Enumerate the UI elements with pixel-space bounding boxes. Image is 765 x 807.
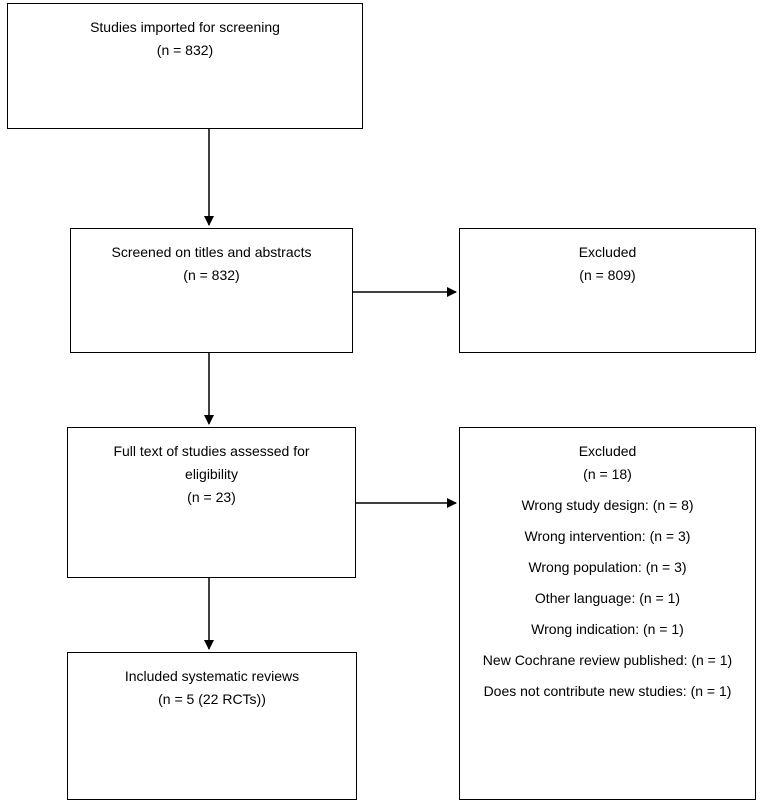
exclusion-reason: Wrong intervention: (n = 3) (524, 528, 691, 544)
exclusion-reason: Wrong population: (n = 3) (528, 559, 687, 575)
imported-box: Studies imported for screening (n = 832) (7, 3, 363, 129)
excluded-2-title: Excluded (578, 443, 637, 459)
fulltext-title-line1: Full text of studies assessed for (113, 443, 310, 459)
excluded-box-2: Excluded (n = 18) Wrong study design: (n… (459, 427, 756, 800)
excluded-box-1: Excluded (n = 809) (459, 228, 756, 353)
exclusion-reason: Other language: (n = 1) (534, 590, 681, 606)
exclusion-reason: Wrong indication: (n = 1) (531, 621, 684, 637)
fulltext-title-line2: eligibility (185, 466, 238, 482)
included-box: Included systematic reviews (n = 5 (22 R… (67, 652, 357, 800)
included-title: Included systematic reviews (124, 668, 300, 684)
imported-title: Studies imported for screening (90, 19, 280, 35)
fulltext-count: (n = 23) (187, 489, 236, 505)
exclusion-reason: Does not contribute new studies: (n = 1) (483, 683, 732, 699)
included-count: (n = 5 (22 RCTs)) (158, 691, 266, 707)
screened-title: Screened on titles and abstracts (111, 244, 312, 260)
imported-count: (n = 832) (156, 42, 214, 58)
excluded-1-title: Excluded (578, 244, 637, 260)
exclusion-reason: New Cochrane review published: (n = 1) (482, 652, 733, 668)
screened-count: (n = 832) (183, 267, 240, 283)
excluded-1-count: (n = 809) (579, 267, 636, 283)
excluded-2-count: (n = 18) (583, 466, 632, 482)
exclusion-reason: Wrong study design: (n = 8) (521, 497, 694, 513)
fulltext-box: Full text of studies assessed for eligib… (67, 427, 356, 578)
screened-box: Screened on titles and abstracts (n = 83… (70, 228, 353, 353)
